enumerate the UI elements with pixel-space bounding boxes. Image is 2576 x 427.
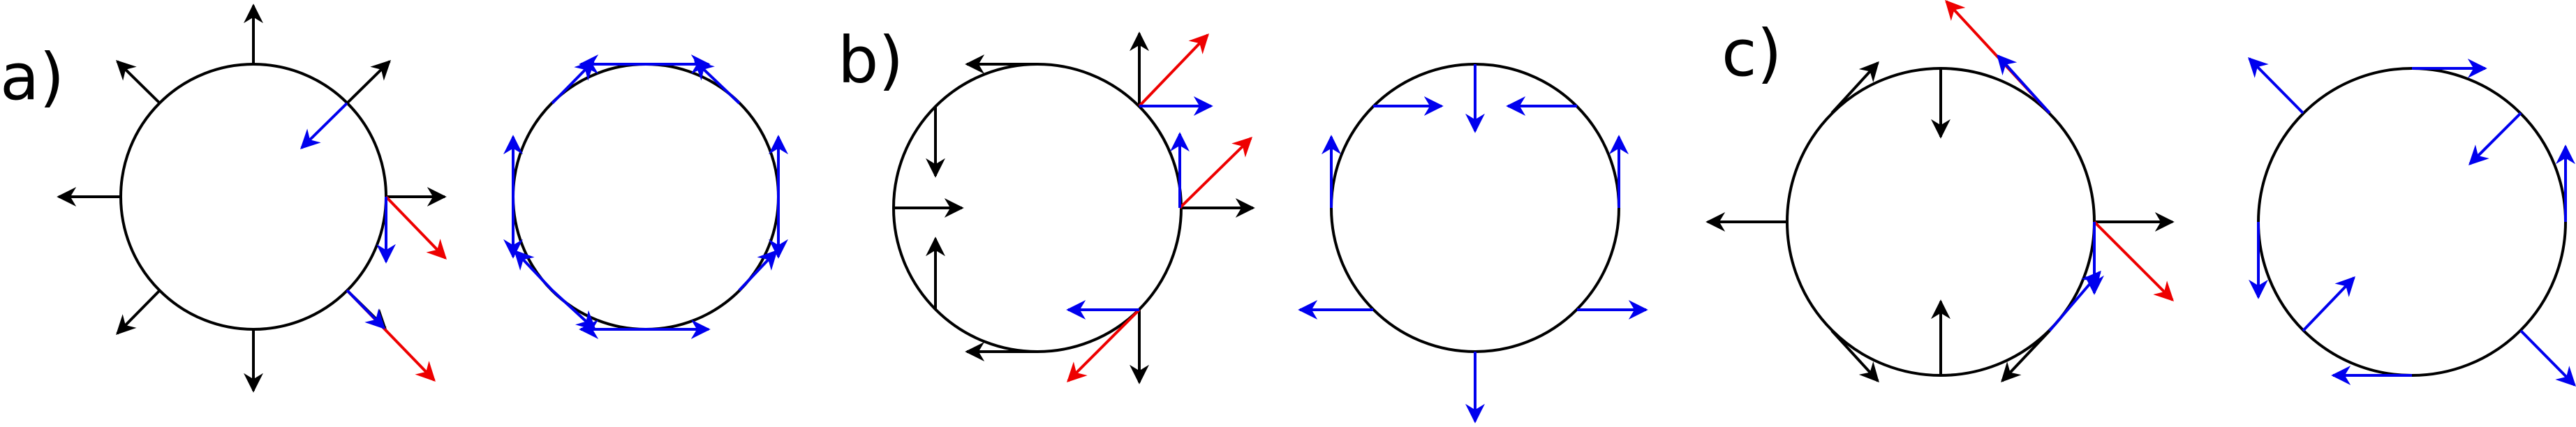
black-vector-arrow-1 <box>116 60 161 105</box>
blue-vector-arrow-21 <box>514 249 554 292</box>
blue-vector-arrow-12 <box>300 102 348 149</box>
blue-vector-arrow-67 <box>2519 329 2576 387</box>
arrow-layer <box>57 0 2576 424</box>
red-vector-arrow-38 <box>1067 308 1141 382</box>
black-vector-arrow-5 <box>116 289 161 335</box>
blue-vector-arrow-62 <box>2468 112 2522 165</box>
blue-vector-arrow-23 <box>738 249 778 292</box>
black-vector-arrow-54 <box>2001 329 2051 383</box>
blue-vector-arrow-56 <box>1997 54 2051 114</box>
panel-label-a: a) <box>0 40 64 114</box>
red-vector-arrow-28 <box>1138 33 1209 107</box>
blue-vector-arrow-65 <box>2302 276 2355 332</box>
panel-label-c: c) <box>1722 16 1782 91</box>
blue-vector-arrow-16 <box>551 60 595 105</box>
blue-vector-arrow-59 <box>2048 270 2101 332</box>
blue-vector-arrow-15 <box>693 60 741 105</box>
black-vector-arrow-2 <box>346 60 391 105</box>
red-vector-arrow-8 <box>385 195 447 260</box>
blue-vector-arrow-11 <box>346 289 385 329</box>
blue-vector-arrow-22 <box>551 289 597 331</box>
black-vector-arrow-53 <box>1830 329 1879 383</box>
red-vector-arrow-31 <box>1178 137 1252 209</box>
blue-vector-arrow-61 <box>2248 57 2304 114</box>
panel-label-b: b) <box>838 23 903 98</box>
red-vector-arrow-57 <box>2093 220 2174 301</box>
black-vector-arrow-52 <box>1830 61 1879 114</box>
